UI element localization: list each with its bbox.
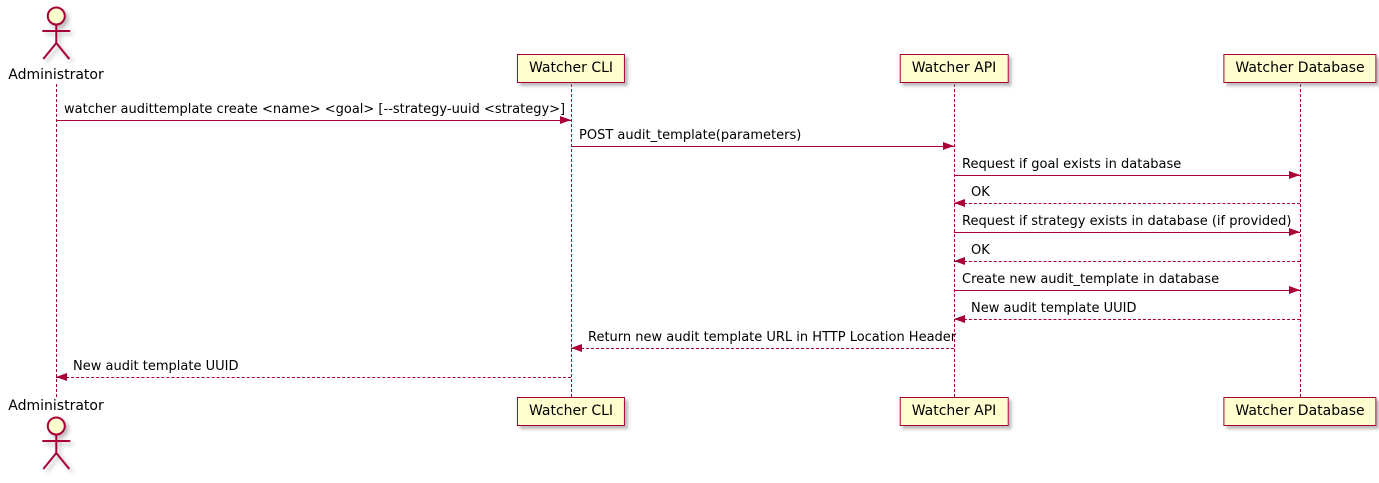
participant-watcher-cli-bottom: Watcher CLI: [516, 397, 626, 426]
participant-watcher-database-top: Watcher Database: [1223, 54, 1377, 83]
message-label: Create new audit_template in database: [962, 272, 1220, 287]
message-return-url: Return new audit template URL in HTTP Lo…: [571, 330, 957, 354]
stick-figure-icon: [42, 416, 70, 470]
message-label: POST audit_template(parameters): [579, 128, 802, 143]
participant-watcher-api-bottom: Watcher API: [899, 397, 1009, 426]
participant-watcher-database-bottom: Watcher Database: [1223, 397, 1377, 426]
message-label: Return new audit template URL in HTTP Lo…: [588, 330, 957, 345]
message-line: [571, 348, 954, 349]
message-line: [954, 290, 1300, 291]
lifeline-administrator: [56, 84, 57, 397]
arrowhead-icon: [571, 343, 582, 352]
message-new-uuid-db: New audit template UUID: [954, 301, 1300, 325]
message-create-audittemplate: watcher audittemplate create <name> <goa…: [56, 102, 571, 126]
lifeline-watcher-cli: [571, 84, 572, 397]
actor-administrator-top: Administrator: [8, 6, 104, 83]
arrowhead-icon: [1289, 227, 1300, 236]
message-label: Request if goal exists in database: [962, 157, 1182, 172]
actor-label: Administrator: [8, 398, 104, 414]
message-label: New audit template UUID: [73, 359, 239, 374]
message-line: [56, 377, 571, 378]
message-label: OK: [971, 243, 990, 258]
stick-figure-icon: [42, 6, 70, 60]
arrowhead-icon: [56, 372, 67, 381]
lifeline-watcher-api: [954, 84, 955, 397]
arrowhead-icon: [954, 314, 965, 323]
message-ok-goal: OK: [954, 185, 1300, 209]
message-line: [571, 146, 954, 147]
participant-watcher-api-top: Watcher API: [899, 54, 1009, 83]
message-create-audit-template-db: Create new audit_template in database: [954, 272, 1300, 296]
arrowhead-icon: [954, 256, 965, 265]
lifeline-watcher-database: [1300, 84, 1301, 397]
message-line: [954, 261, 1300, 262]
message-ok-strategy: OK: [954, 243, 1300, 267]
message-line: [954, 175, 1300, 176]
message-line: [954, 319, 1300, 320]
arrowhead-icon: [1289, 285, 1300, 294]
actor-administrator-bottom: Administrator: [8, 398, 104, 474]
message-label: OK: [971, 185, 990, 200]
actor-label: Administrator: [8, 67, 104, 83]
arrowhead-icon: [560, 115, 571, 124]
message-request-goal-exists: Request if goal exists in database: [954, 157, 1300, 181]
participant-watcher-cli-top: Watcher CLI: [516, 54, 626, 83]
arrowhead-icon: [954, 198, 965, 207]
message-line: [954, 203, 1300, 204]
message-label: watcher audittemplate create <name> <goa…: [64, 102, 566, 117]
message-request-strategy-exists: Request if strategy exists in database (…: [954, 214, 1300, 238]
message-line: [56, 120, 571, 121]
message-label: New audit template UUID: [971, 301, 1137, 316]
message-new-uuid-admin: New audit template UUID: [56, 359, 571, 383]
message-post-audit-template: POST audit_template(parameters): [571, 128, 954, 152]
arrowhead-icon: [943, 141, 954, 150]
message-label: Request if strategy exists in database (…: [962, 214, 1292, 229]
message-line: [954, 232, 1300, 233]
arrowhead-icon: [1289, 170, 1300, 179]
